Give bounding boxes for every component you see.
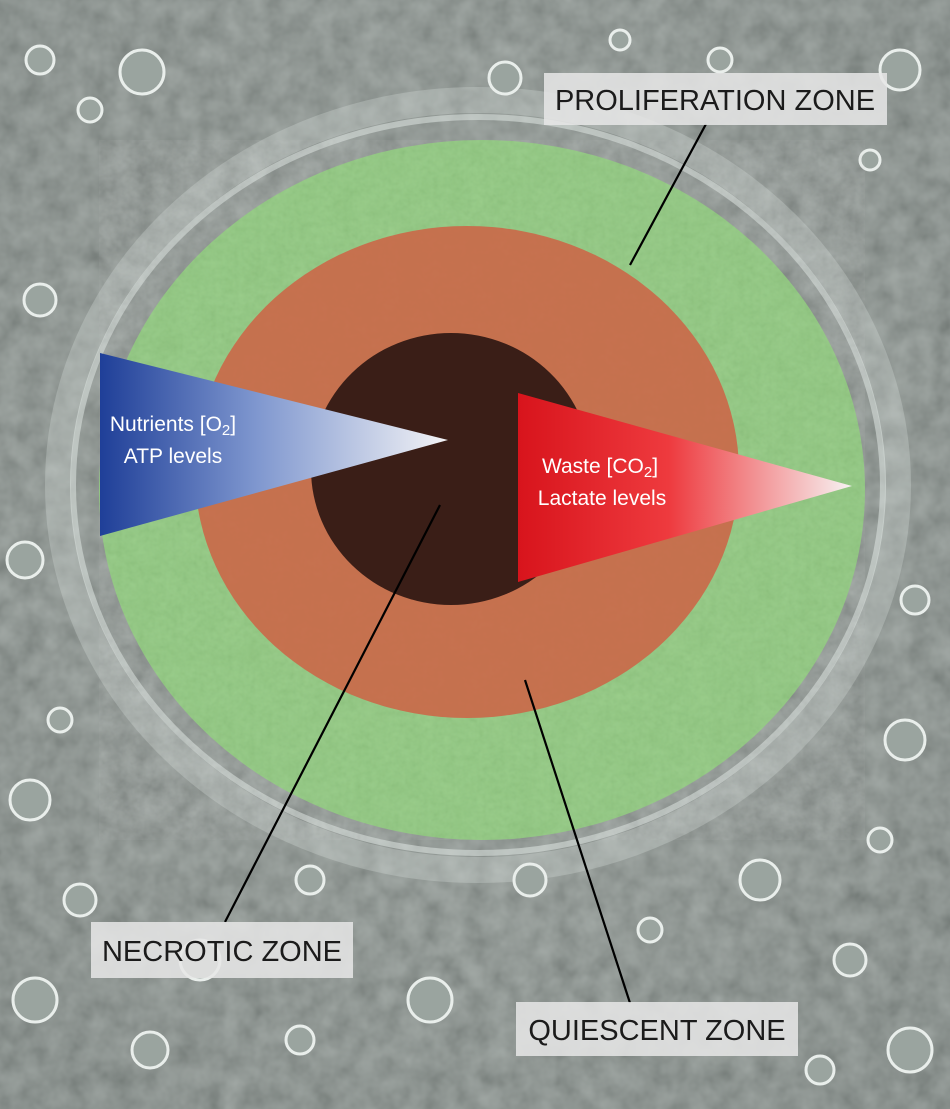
necrotic-label-box <box>91 922 353 978</box>
proliferation-label: PROLIFERATION ZONE <box>555 85 875 117</box>
quiescent-label: QUIESCENT ZONE <box>528 1015 785 1047</box>
quiescent-leader-line <box>523 679 632 1004</box>
atp-levels-label: ATP levels <box>124 445 222 468</box>
cell-halo <box>45 87 911 883</box>
nutrients-gradient-arrow <box>100 353 448 536</box>
lactate-levels-label: Lactate levels <box>538 487 666 510</box>
waste-label: Waste [CO2] <box>542 455 658 481</box>
waste-gradient-arrow <box>518 393 852 582</box>
quiescent-label-box <box>516 1002 798 1056</box>
proliferation-leader-line <box>629 123 707 266</box>
nutrients-label: Nutrients [O2] <box>110 413 236 439</box>
proliferation-label-box <box>544 73 887 125</box>
necrotic-label: NECROTIC ZONE <box>102 936 342 968</box>
necrotic-leader-line <box>224 504 441 923</box>
